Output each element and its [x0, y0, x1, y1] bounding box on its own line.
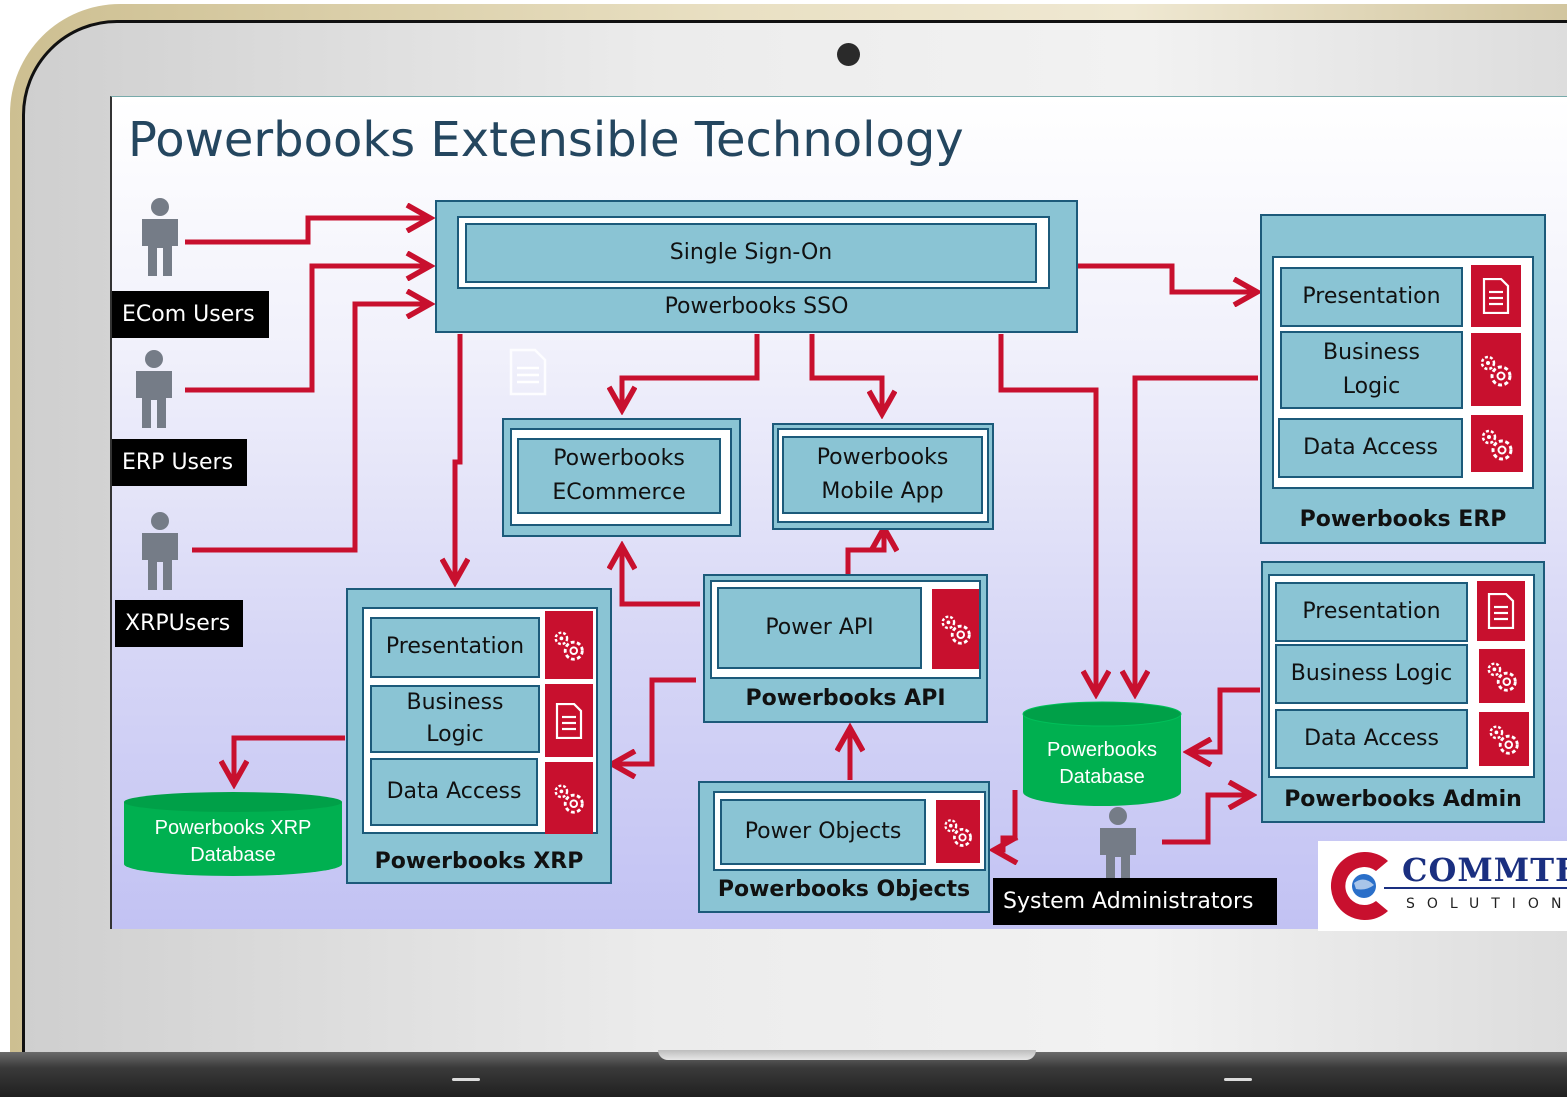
slide-title: Powerbooks Extensible Technology: [128, 112, 964, 168]
erp-business-line2: Logic: [1342, 374, 1401, 399]
xrp-data-access: Data Access: [370, 758, 538, 826]
xrp-database-cylinder: [124, 792, 342, 876]
user-label-ecom: ECom Users: [112, 291, 269, 338]
document-icon: [509, 348, 547, 396]
xrp-database-line2: Database: [190, 844, 276, 866]
gears-icon: [1471, 333, 1521, 406]
admin-business-logic: Business Logic: [1275, 644, 1468, 704]
gears-icon: [932, 589, 979, 669]
admin-presentation: Presentation: [1275, 582, 1468, 642]
xrp-caption: Powerbooks XRP: [374, 849, 584, 874]
mobile-app-label: Powerbooks Mobile App: [782, 436, 983, 514]
erp-business-line1: Business: [1322, 339, 1420, 365]
erp-presentation: Presentation: [1280, 267, 1463, 327]
person-icon: [1100, 807, 1136, 885]
logo-name: COMMTEX: [1402, 851, 1567, 889]
laptop-hinge: [658, 1050, 1036, 1060]
erp-caption: Powerbooks ERP: [1299, 507, 1507, 532]
gears-icon: [936, 800, 980, 863]
person-icon: [142, 512, 178, 590]
ecommerce-label: Powerbooks ECommerce: [517, 438, 721, 514]
database-cylinder: [1022, 701, 1182, 806]
gears-icon: [1479, 649, 1525, 703]
commtex-logo: COMMTEX SOLUTIONS: [1318, 841, 1567, 931]
laptop-foot-left: [452, 1078, 480, 1081]
sso-single-sign-on: Single Sign-On: [465, 223, 1037, 283]
erp-data-access: Data Access: [1278, 418, 1463, 478]
admin-caption: Powerbooks Admin: [1284, 787, 1522, 812]
erp-business-logic: Business Logic: [1280, 331, 1463, 409]
logo-rule: [1384, 887, 1567, 889]
commtex-c-icon: [1330, 852, 1388, 920]
user-label-admins: System Administrators: [993, 878, 1277, 925]
laptop-foot-right: [1224, 1078, 1252, 1081]
person-icon: [136, 350, 172, 428]
mobile-line1: Powerbooks: [816, 444, 949, 470]
ecommerce-line2: ECommerce: [552, 480, 686, 505]
ecommerce-line1: Powerbooks: [553, 445, 685, 471]
xrp-business-line2: Logic: [426, 722, 484, 747]
document-icon: [545, 684, 593, 757]
logo-sub: SOLUTIONS: [1406, 896, 1567, 912]
database-line1: Powerbooks: [1046, 739, 1158, 761]
gears-icon: [1479, 712, 1529, 766]
person-icon: [142, 198, 178, 276]
user-label-erp: ERP Users: [112, 439, 247, 486]
xrp-presentation: Presentation: [370, 617, 540, 678]
api-caption: Powerbooks API: [745, 686, 946, 711]
objects-caption: Powerbooks Objects: [717, 877, 971, 902]
database-line2: Database: [1059, 766, 1145, 788]
xrp-database-line1: Powerbooks XRP: [154, 817, 312, 839]
gears-icon: [1471, 415, 1523, 472]
objects-power-objects: Power Objects: [720, 799, 926, 865]
database-label: Powerbooks Database: [1021, 734, 1183, 794]
gears-icon: [545, 611, 593, 679]
document-icon: [1471, 265, 1521, 327]
xrp-business-line1: Business: [406, 690, 504, 716]
xrp-business-logic: Business Logic: [370, 685, 540, 753]
camera-icon: [837, 43, 860, 66]
user-label-xrp: XRPUsers: [115, 600, 243, 647]
gears-icon: [545, 762, 593, 834]
api-power-api: Power API: [717, 587, 922, 669]
xrp-database-label: Powerbooks XRP Database: [122, 812, 344, 872]
admin-data-access: Data Access: [1275, 709, 1468, 769]
document-icon: [1477, 581, 1525, 641]
sso-caption: Powerbooks SSO: [664, 294, 849, 319]
mobile-line2: Mobile App: [821, 479, 944, 504]
